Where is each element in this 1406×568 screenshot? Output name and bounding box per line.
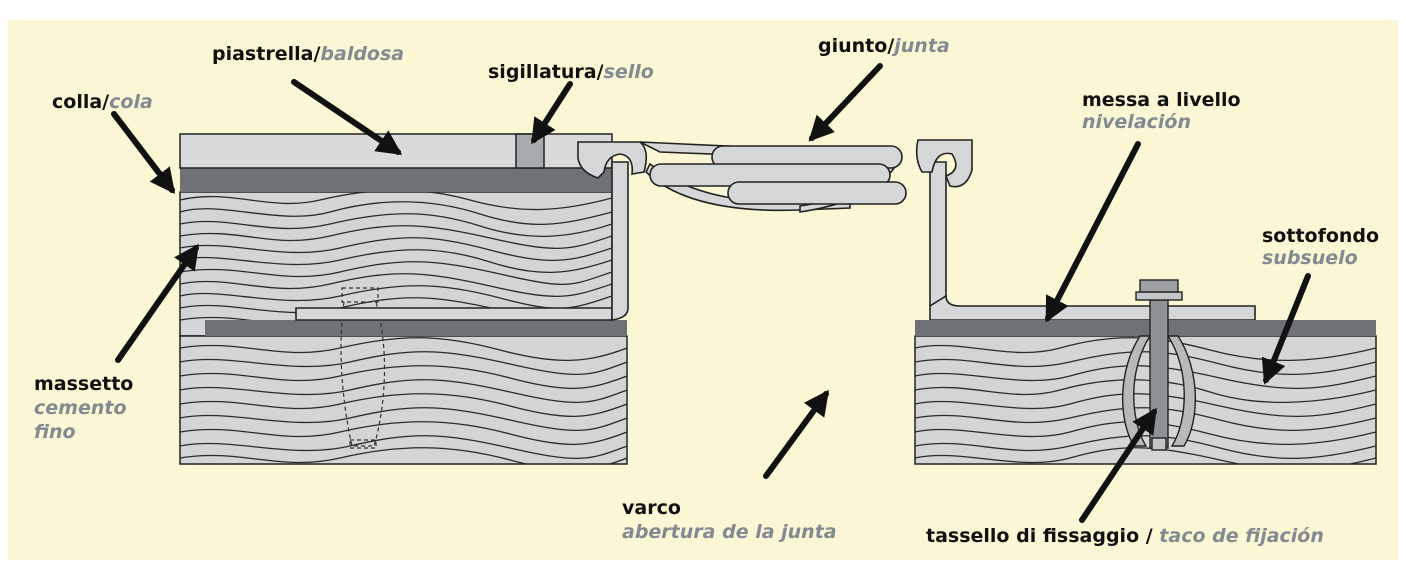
arrow-giunto [808, 63, 883, 142]
label-messa-a-livello: messa a livello nivelación [1082, 89, 1247, 133]
leader-arrows [111, 63, 1311, 523]
label-sottofondo: sottofondo subsuelo [1262, 225, 1386, 269]
hidden-anchor [340, 287, 386, 449]
arrow-massetto [115, 243, 199, 363]
label-piastrella: piastrella/baldosa [212, 43, 404, 65]
arrow-piastrella [291, 79, 403, 155]
sealant [515, 133, 545, 169]
label-tassello: tassello di fissaggio / taco de fijación [926, 525, 1324, 547]
arrow-colla [111, 111, 176, 195]
arrow-varco [763, 389, 829, 479]
joint-profile [295, 139, 1256, 321]
label-varco: varco abertura de la junta [622, 497, 837, 543]
arrow-messa [1045, 141, 1141, 323]
label-sigillatura: sigillatura/sello [488, 61, 654, 83]
arrow-sottofondo [1261, 273, 1311, 385]
label-colla: colla/cola [52, 91, 153, 113]
label-massetto: massetto cemento fino [34, 373, 140, 443]
label-giunto: giunto/junta [818, 35, 950, 57]
arrow-sigillatura [531, 81, 573, 145]
arrow-tassello [1079, 407, 1157, 523]
right-slab [914, 279, 1377, 465]
left-slab [179, 133, 628, 465]
